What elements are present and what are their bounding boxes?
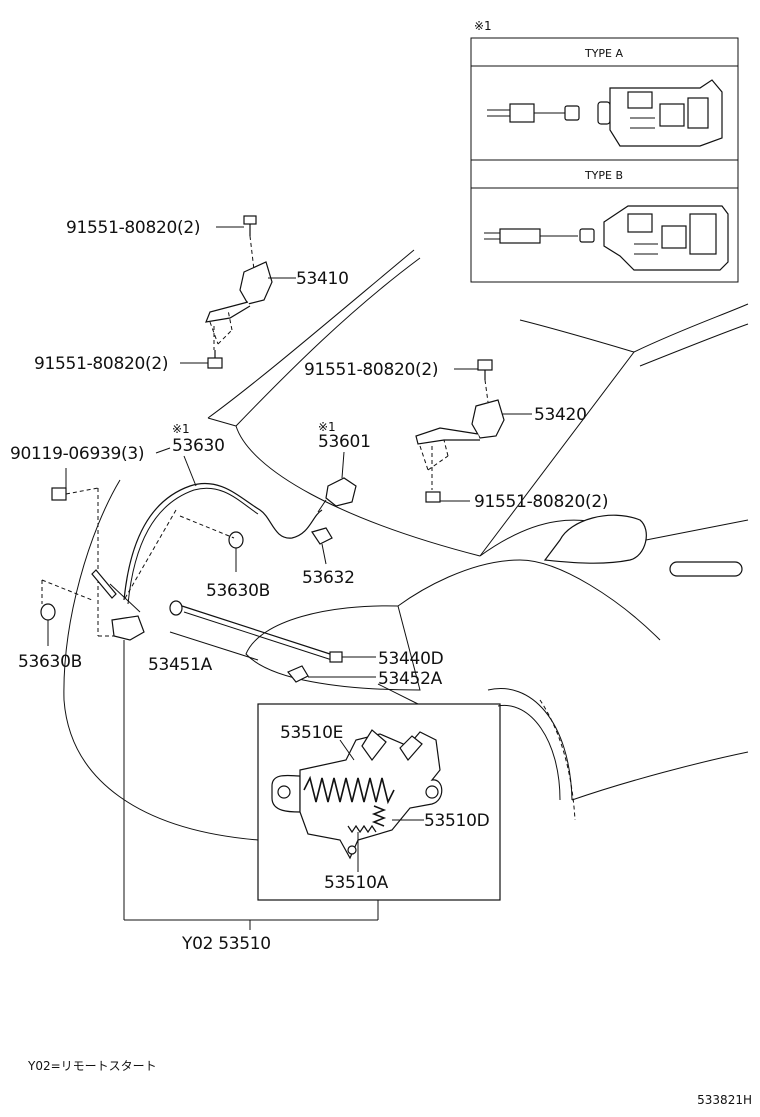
callout-hinge-left: 53410 [296,269,349,289]
diagram-code: 533821H [697,1093,752,1107]
lock-spring-icon [303,775,395,805]
callout-cushion: 53451A [148,655,213,675]
cable-note: ※1 [172,422,190,436]
inset-note: ※1 [474,19,492,33]
callout-clip-center: 53630B [206,581,270,601]
callout-clamp: 53632 [302,568,355,588]
lock-assembly-bracket [123,640,379,930]
callout-rod-holder: 53452A [378,669,443,689]
support-rod-assembly: 53440D 53452A 53451A [148,600,444,689]
type-b-label: TYPE B [584,169,623,182]
hinge-left-body [239,261,273,305]
callout-lock-part-a: 53510A [324,873,389,893]
switch-note: ※1 [318,420,336,434]
hinge-right-assembly [415,359,532,503]
hinge-right-body [471,399,505,439]
type-a-label: TYPE A [584,47,624,60]
connector-type-inset: ※1 TYPE A TYPE B [470,19,739,283]
bolt-icon [243,215,257,236]
hood-switch-icon [325,477,357,507]
callout-lock-assembly: Y02 53510 [181,934,271,954]
callout-hinge-right: 53420 [534,405,587,425]
hood-latch-icon [111,615,145,641]
support-rod-end-icon [329,651,343,663]
lock-detail-frame [257,703,501,901]
callout-support-rod: 53440D [378,649,444,669]
callout-lock-part-d: 53510D [424,811,490,831]
screw-icon [51,487,99,501]
callout-lock-part-e: 53510E [280,723,343,743]
clamp-icon [311,527,333,545]
cushion-icon [169,600,183,616]
release-cable-assembly: ※1 53630 ※1 53601 53632 53630B 901 [10,420,371,672]
callout-bolt-lower-right: 91551-80820(2) [474,492,608,512]
hinge-left-assembly [180,215,296,369]
bolt-icon [425,491,441,503]
callout-screw: 90119-06939(3) [10,444,144,464]
rod-holder-icon [287,665,309,683]
bolt-icon [477,359,493,380]
type-a-connector-drawing [487,79,723,147]
callout-bolt-upper-right: 91551-80820(2) [304,360,438,380]
vehicle-outline [63,249,749,841]
callout-switch: 53601 [318,432,371,452]
clip-icon [228,531,244,572]
type-b-connector-drawing [484,205,729,271]
clip-icon [40,603,56,621]
bolt-icon [207,350,223,369]
callout-clip-left: 53630B [18,652,82,672]
footer-legend: Y02=リモートスタート [27,1059,157,1073]
callout-bolt-upper-left: 91551-80820(2) [66,218,200,238]
release-cable [123,482,323,601]
callout-cable: 53630 [172,436,225,456]
hood-lock-detail: 53510E 53510D 53510A [257,683,501,901]
callout-bolt-lower-left: 91551-80820(2) [34,354,168,374]
